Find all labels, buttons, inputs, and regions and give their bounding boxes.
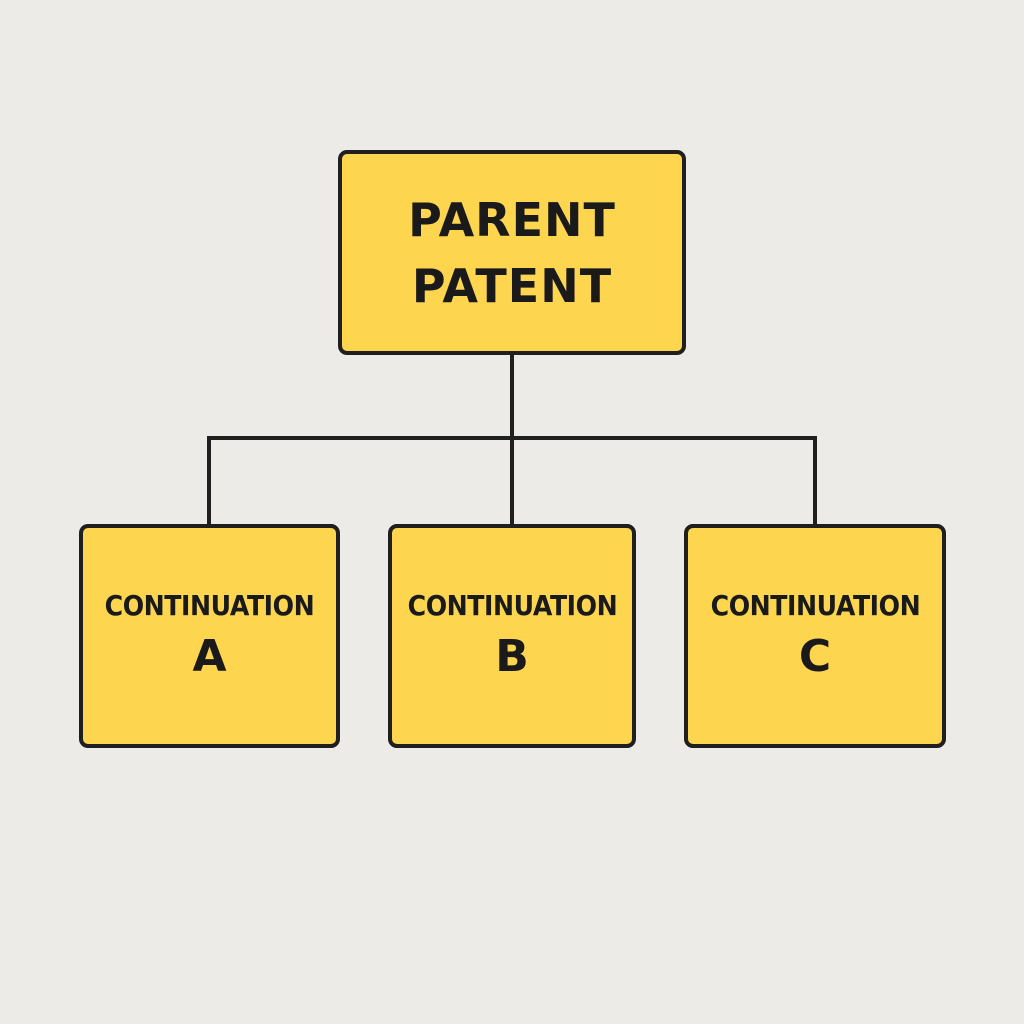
parent-label-line1: PARENT — [408, 192, 616, 247]
continuation-b-box: CONTINUATION B — [388, 524, 636, 748]
continuation-c-box: CONTINUATION C — [684, 524, 946, 748]
continuation-c-letter: C — [798, 631, 832, 682]
continuation-a-box: CONTINUATION A — [79, 524, 340, 748]
continuation-b-letter: B — [495, 631, 529, 682]
parent-patent-box: PARENT PATENT — [338, 150, 686, 355]
continuation-a-letter: A — [192, 631, 227, 682]
continuation-c-title: CONTINUATION — [710, 589, 920, 622]
parent-label-line2: PATENT — [411, 258, 613, 313]
continuation-b-title: CONTINUATION — [407, 589, 617, 622]
continuation-a-title: CONTINUATION — [104, 589, 315, 622]
